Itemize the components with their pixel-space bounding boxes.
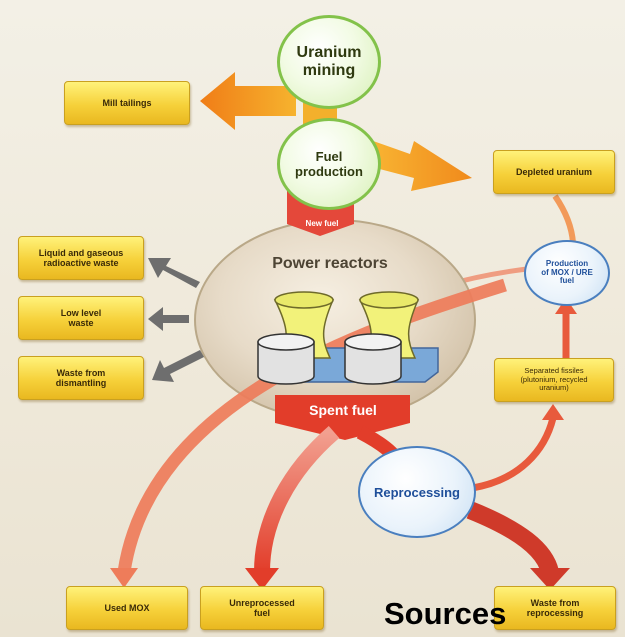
low-level-waste-box: Low level waste	[18, 296, 144, 340]
waste-reprocessing-box: Waste from reprocessing	[494, 586, 616, 630]
uranium-mining-node: Uranium mining	[277, 15, 381, 109]
arrow-to-dismantling	[152, 350, 204, 382]
arrow-to-unreprocessed	[254, 425, 340, 573]
unreprocessed-fuel-text: Unreprocessed fuel	[229, 597, 295, 618]
used-mox-text: Used MOX	[104, 602, 150, 613]
power-reactors-title: Power reactors	[272, 255, 388, 272]
new-fuel-label: New fuel	[305, 219, 339, 228]
liquid-gaseous-waste-box: Liquid and gaseous radioactive waste	[18, 236, 144, 280]
mill-tailings-box: Mill tailings	[64, 81, 190, 125]
mill-tailings-text: Mill tailings	[102, 97, 152, 108]
fuel-production-label: Fuel production	[295, 149, 363, 179]
arrow-to-waste-reprocessing	[466, 501, 559, 575]
power-reactors-disc	[194, 219, 476, 421]
arrow-to-liquid-waste	[148, 258, 200, 288]
reactor-buildings	[257, 291, 439, 385]
reprocessing-label: Reprocessing	[374, 484, 460, 500]
liquid-gaseous-waste-text: Liquid and gaseous radioactive waste	[38, 247, 124, 268]
production-mox-label: Production of MOX / URE fuel	[541, 258, 593, 286]
arrow-to-low-level-waste	[148, 307, 189, 331]
unreprocessed-fuel-box: Unreprocessed fuel	[200, 586, 324, 630]
dismantling-waste-text: Waste from dismantling	[55, 367, 107, 388]
separated-fissiles-text: Separated fissiles (plutonium, recycled …	[520, 366, 588, 393]
dismantling-waste-box: Waste from dismantling	[18, 356, 144, 400]
fuel-production-node: Fuel production	[277, 118, 381, 210]
production-mox-node: Production of MOX / URE fuel	[524, 240, 610, 306]
spent-fuel-arrow	[275, 395, 410, 440]
reprocessing-node: Reprocessing	[358, 446, 476, 538]
low-level-waste-text: Low level waste	[60, 307, 102, 328]
arrow-depleted-to-production	[552, 194, 576, 244]
depleted-uranium-text: Depleted uranium	[515, 166, 592, 177]
depleted-uranium-box: Depleted uranium	[493, 150, 615, 194]
arrow-to-separated-fissiles	[471, 417, 557, 492]
separated-fissiles-box: Separated fissiles (plutonium, recycled …	[494, 358, 614, 402]
used-mox-box: Used MOX	[66, 586, 188, 630]
uranium-mining-label: Uranium mining	[296, 44, 362, 79]
arrow-to-mill-tailings	[200, 72, 296, 130]
sources-overlay-text: Sources	[384, 596, 507, 631]
waste-reprocessing-text: Waste from reprocessing	[526, 597, 584, 618]
spent-fuel-label: Spent fuel	[309, 402, 377, 418]
